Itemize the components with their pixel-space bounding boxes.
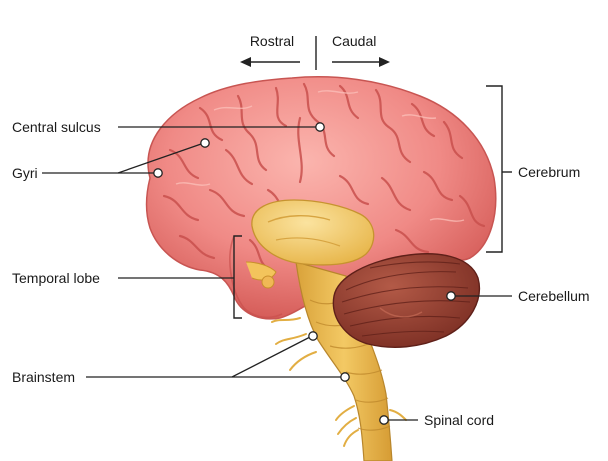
label-markers xyxy=(153,122,456,425)
cerebellum-marker xyxy=(446,291,456,301)
rostral-arrowhead-icon xyxy=(240,57,251,67)
rostral-label: Rostral xyxy=(250,33,294,49)
brainstem-marker-upper xyxy=(308,331,318,341)
cerebrum-bracket xyxy=(486,85,512,253)
cerebrum-label: Cerebrum xyxy=(518,164,580,180)
caudal-arrowhead-icon xyxy=(379,57,390,67)
orientation-indicator: Rostral Caudal xyxy=(240,33,390,70)
temporal-lobe-bracket xyxy=(233,235,242,319)
spinal-cord-label: Spinal cord xyxy=(424,412,494,428)
brainstem-label: Brainstem xyxy=(12,369,75,385)
caudal-label: Caudal xyxy=(332,33,376,49)
central-sulcus-marker xyxy=(315,122,325,132)
gyri-marker-lower xyxy=(153,168,163,178)
brainstem-marker-lower xyxy=(340,372,350,382)
cerebellum-label: Cerebellum xyxy=(518,288,590,304)
cerebellum-shape xyxy=(332,253,480,348)
brainstem-shape xyxy=(245,261,407,461)
gyri-marker-upper xyxy=(200,138,210,148)
temporal-lobe-label: Temporal lobe xyxy=(12,270,100,286)
spinal-cord-marker xyxy=(379,415,389,425)
diencephalon-shape xyxy=(251,199,375,266)
leader-lines xyxy=(42,126,512,421)
central-sulcus-label: Central sulcus xyxy=(12,119,101,135)
gyri-label: Gyri xyxy=(12,165,38,181)
